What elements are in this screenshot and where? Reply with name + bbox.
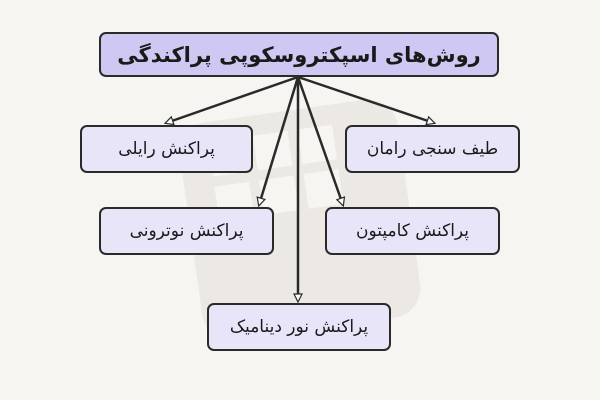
arrow-to-raman xyxy=(297,75,434,123)
root-node: روش‌های اسپکتروسکوپی پراکندگی xyxy=(99,32,499,77)
node-compton: پراکنش کامپتون xyxy=(325,207,500,255)
arrow-to-compton xyxy=(296,76,343,205)
arrow-to-neutron xyxy=(259,76,300,205)
node-raman: طیف سنجی رامان xyxy=(345,125,520,173)
node-dls: پراکنش نور دینامیک xyxy=(207,303,391,351)
arrow-to-rayleigh xyxy=(166,75,299,123)
node-neutron: پراکنش نوترونی xyxy=(99,207,274,255)
node-rayleigh: پراکنش رایلی xyxy=(80,125,253,173)
